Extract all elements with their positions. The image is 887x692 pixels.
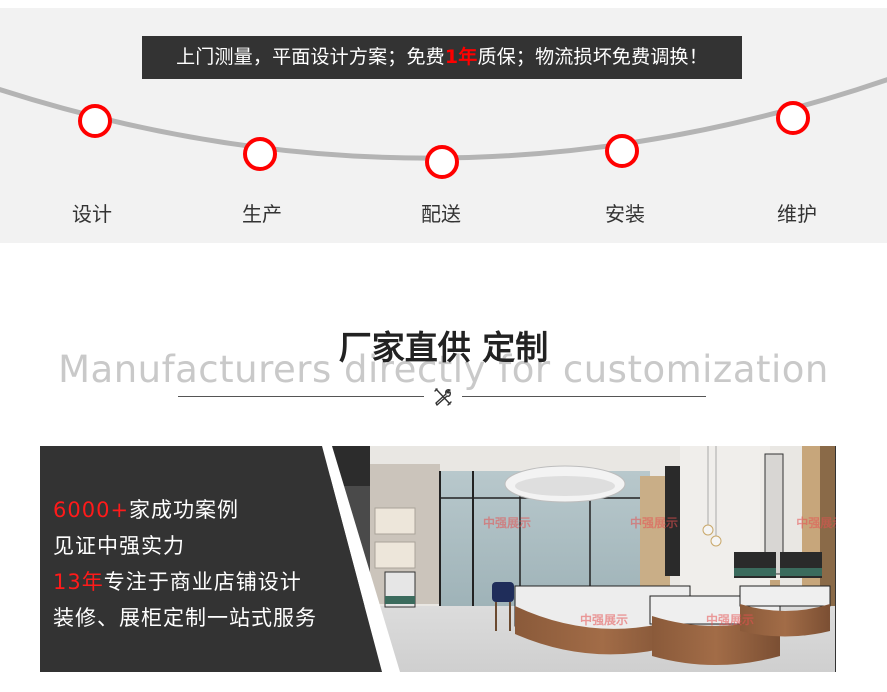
promo-text-after: 质保；物流损坏免费调换！ [477,46,708,68]
heading-title: 厂家直供 定制 [338,328,549,367]
heading-subtitle-en: Manufacturers directly for customization [58,348,829,391]
section-heading: Manufacturers directly for customization… [0,320,887,420]
feature-highlight: 13年 [53,570,104,594]
step-label-installation: 安装 [605,202,645,226]
step-dot-icon [776,101,810,135]
showcase-banner: 中强展示 中强展示 中强展示 中强展示 中强展示 6000+家成功案例 见证中强… [40,446,836,672]
feature-text: 见证中强实力 [53,534,185,558]
step-label-production: 生产 [242,202,282,226]
feature-text: 专注于商业店铺设计 [103,570,302,594]
step-label-delivery: 配送 [421,202,461,226]
watermark: 中强展示 [483,516,532,530]
feature-text: 装修、展柜定制一站式服务 [53,606,317,630]
divider-right [462,396,706,397]
watermark: 中强展示 [580,613,629,627]
tools-icon [434,388,452,406]
step-dot-icon [243,137,277,171]
step-dot-icon [425,145,459,179]
step-label-maintenance: 维护 [777,202,817,226]
dark-diagonal-panel [40,446,400,672]
process-curve [0,77,887,179]
step-label-design: 设计 [72,202,112,226]
promo-text-before: 上门测量，平面设计方案；免费 [176,46,445,68]
feature-line: 6000+家成功案例 [53,492,353,528]
step-dot-icon [78,104,112,138]
promo-banner: 上门测量，平面设计方案；免费1年质保；物流损坏免费调换！ [142,36,742,79]
feature-text: 家成功案例 [129,498,240,522]
promo-highlight: 1年 [444,46,478,68]
feature-list: 6000+家成功案例 见证中强实力 13年专注于商业店铺设计 装修、展柜定制一站… [53,492,353,636]
feature-line: 装修、展柜定制一站式服务 [53,600,353,636]
process-section: 上门测量，平面设计方案；免费1年质保；物流损坏免费调换！ 设计 生产 配送 安装… [0,8,887,243]
feature-highlight: 6000+ [53,498,130,522]
step-dot-icon [605,134,639,168]
divider-left [178,396,424,397]
watermark: 中强展示 [796,516,836,530]
feature-line: 13年专注于商业店铺设计 [53,564,353,600]
watermark: 中强展示 [706,613,755,627]
watermark: 中强展示 [630,516,679,530]
feature-line: 见证中强实力 [53,528,353,564]
